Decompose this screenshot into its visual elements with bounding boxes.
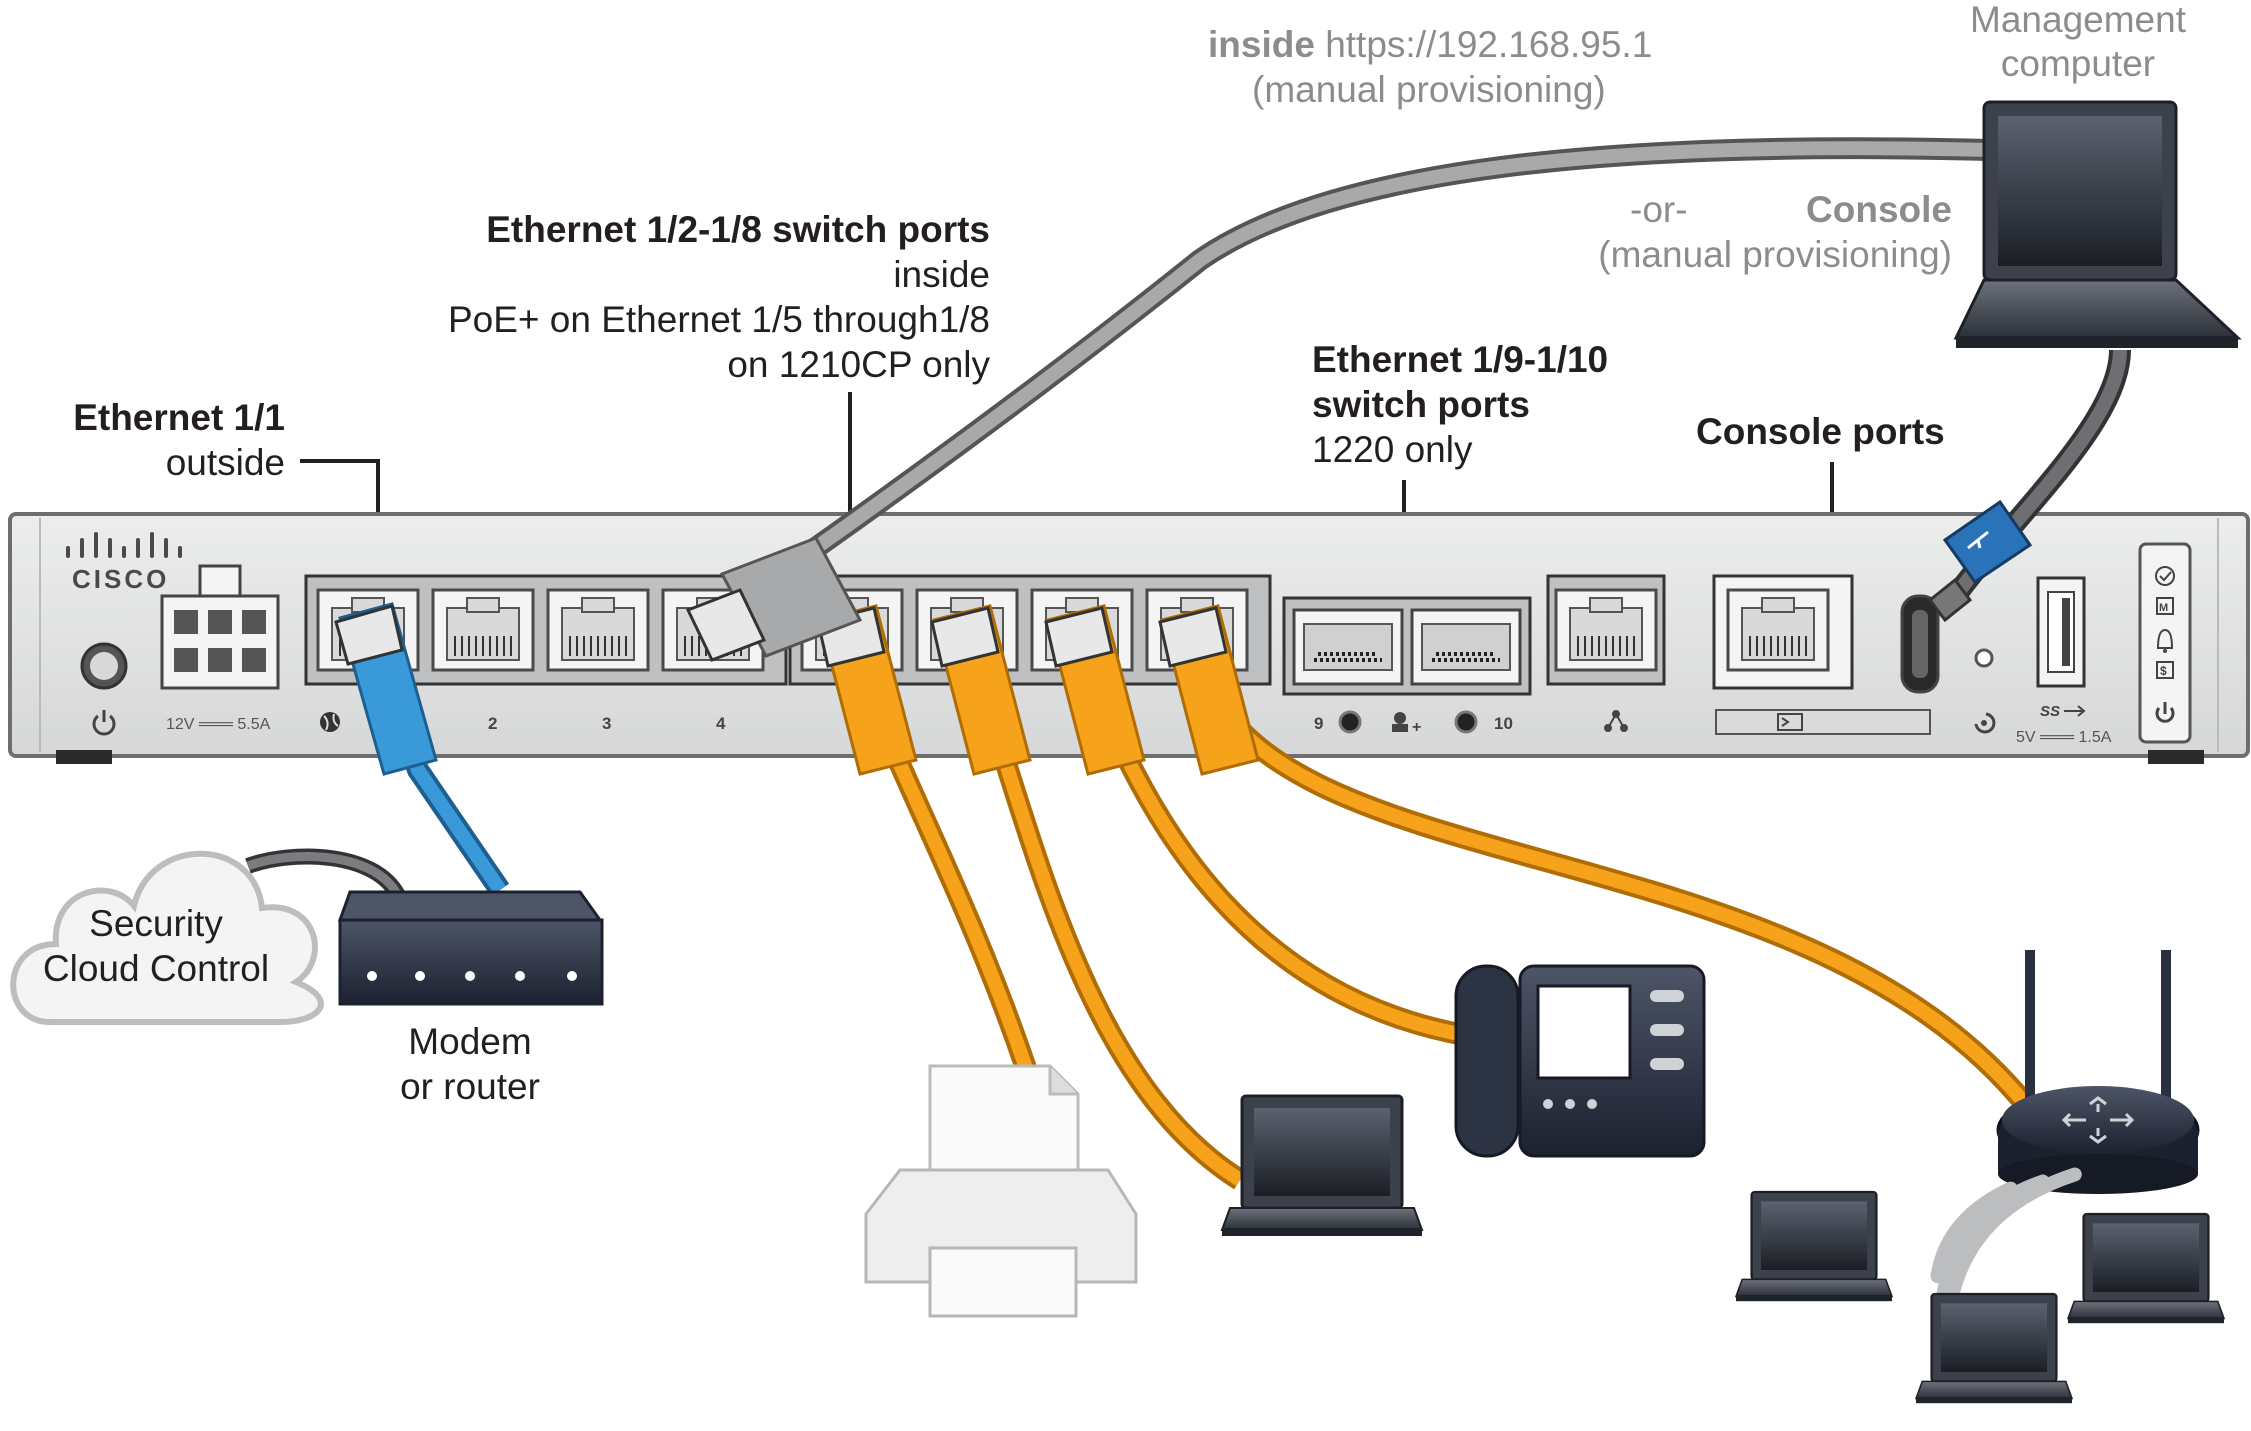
power-connector bbox=[160, 564, 280, 690]
outside-rj45-plug bbox=[334, 602, 438, 776]
security-cloud-control-icon bbox=[10, 850, 324, 1025]
wireless-laptop-right-icon bbox=[2066, 1212, 2226, 1325]
ethernet-9-10-title: Ethernet 1/9-1/10 bbox=[1312, 339, 1608, 380]
console-label-strip bbox=[1715, 709, 1931, 735]
svg-text:M: M bbox=[2159, 602, 2168, 614]
globe-icon bbox=[320, 712, 340, 732]
wired-laptop-icon bbox=[1220, 1094, 1424, 1238]
printer-icon bbox=[864, 1064, 1138, 1318]
ethernet-1-2-port[interactable] bbox=[431, 588, 535, 672]
wireless-laptop-left-icon bbox=[1734, 1190, 1894, 1303]
port-2-number: 2 bbox=[488, 714, 497, 733]
switch-ports-1210cp-label: on 1210CP only bbox=[727, 344, 990, 385]
power-icon bbox=[92, 710, 116, 736]
status-check-icon bbox=[2155, 566, 2175, 586]
switch-ports-title: Ethernet 1/2-1/8 switch ports bbox=[486, 209, 990, 250]
port-4-number: 4 bbox=[716, 714, 726, 733]
ethernet-9-10-1220-label: 1220 only bbox=[1312, 429, 1473, 470]
usb-superspeed-icon: SS bbox=[2040, 703, 2086, 720]
status-led-panel bbox=[2138, 542, 2192, 744]
inside-rj45-plugs bbox=[816, 604, 1260, 776]
power-rating-label: 12V ═══ 5.5A bbox=[166, 716, 271, 733]
usb-rating-label: 5V ═══ 1.5A bbox=[2016, 729, 2112, 746]
inside-manual-provisioning-label: (manual provisioning) bbox=[1252, 69, 1606, 110]
cloud-label-line1: Security bbox=[89, 903, 223, 944]
modem-label-line2: or router bbox=[400, 1066, 540, 1107]
switch-ports-inside-label: inside bbox=[893, 254, 990, 295]
usb-symbol-icon bbox=[1967, 530, 1989, 550]
svg-text:$: $ bbox=[2160, 664, 2167, 678]
rj45-console-port[interactable] bbox=[1712, 574, 1854, 690]
ethernet-9-10-subtitle: switch ports bbox=[1312, 384, 1530, 425]
switch-ports-poe-label: PoE+ on Ethernet 1/5 through1/8 bbox=[448, 299, 990, 340]
console-label: Console bbox=[1806, 189, 1952, 230]
management-network-icon bbox=[1604, 710, 1628, 732]
sfp-9-number: 9 bbox=[1314, 714, 1323, 733]
reset-icon bbox=[1974, 712, 1996, 734]
cisco-wordmark: CISCO bbox=[72, 564, 169, 594]
ethernet-1-3-port[interactable] bbox=[546, 588, 650, 672]
ethernet-1-1-outside-label: outside bbox=[166, 442, 285, 483]
power-status-icon bbox=[2155, 702, 2175, 723]
ethernet-1-1-title: Ethernet 1/1 bbox=[73, 397, 285, 438]
ip-phone-icon bbox=[1454, 964, 1706, 1158]
usb-c-connector bbox=[1927, 499, 2033, 623]
port-3-number: 3 bbox=[602, 714, 611, 733]
reset-button[interactable] bbox=[1974, 648, 1994, 668]
terminal-icon bbox=[1777, 713, 1803, 731]
inside-url-label: inside https://192.168.95.1 bbox=[1208, 24, 1652, 65]
console-ports-label: Console ports bbox=[1696, 411, 1945, 452]
alarm-bell-icon bbox=[2156, 628, 2174, 653]
license-dollar-icon: $ bbox=[2156, 661, 2174, 679]
management-computer-label-line2: computer bbox=[2001, 43, 2155, 84]
usb-c-console-port[interactable] bbox=[1900, 594, 1940, 694]
svg-text:+: + bbox=[1412, 719, 1421, 736]
management-cable bbox=[708, 141, 1991, 626]
or-label: -or- bbox=[1630, 189, 1688, 230]
management-computer-label-line1: Management bbox=[1970, 0, 2187, 40]
wireless-laptop-middle-icon bbox=[1914, 1292, 2074, 1405]
cloud-label-line2: Cloud Control bbox=[43, 948, 269, 989]
management-port[interactable] bbox=[1546, 574, 1666, 686]
modem-router-icon bbox=[337, 890, 604, 1006]
cloud-link-cable bbox=[246, 852, 405, 902]
sfp-port-9[interactable] bbox=[1292, 608, 1404, 686]
poe-icon: + bbox=[1392, 712, 1421, 736]
cisco-logo bbox=[66, 532, 182, 558]
management-computer-icon bbox=[1953, 100, 2242, 348]
status-managed-icon: M bbox=[2156, 597, 2174, 615]
svg-text:SS: SS bbox=[2040, 703, 2060, 720]
usb-a-port[interactable] bbox=[2036, 576, 2086, 688]
console-manual-provisioning-label: (manual provisioning) bbox=[1598, 234, 1952, 275]
management-rj45-plug bbox=[685, 536, 863, 662]
wireless-router-icon bbox=[1996, 950, 2200, 1194]
sfp-port-10[interactable] bbox=[1410, 608, 1522, 686]
modem-label-line1: Modem bbox=[408, 1021, 531, 1062]
sfp-9-led-icon bbox=[1338, 710, 1362, 734]
sfp-10-number: 10 bbox=[1494, 714, 1513, 733]
sfp-10-led-icon bbox=[1454, 710, 1478, 734]
